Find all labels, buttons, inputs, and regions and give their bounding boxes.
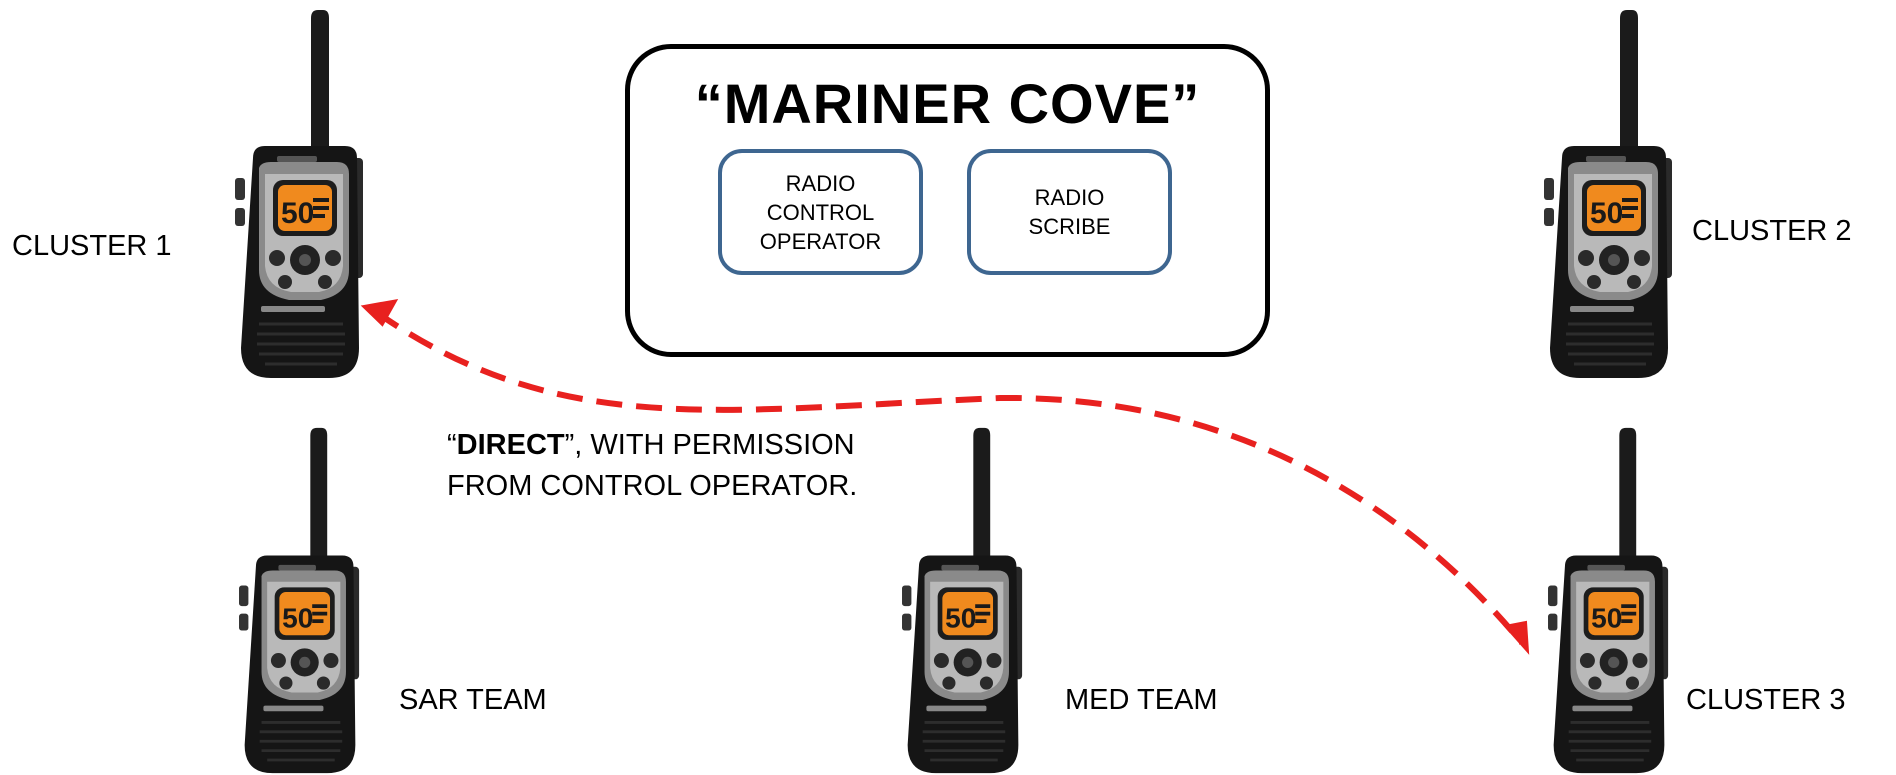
direct-note: “DIRECT”, WITH PERMISSION FROM CONTROL O… [447, 425, 857, 507]
role-line: CONTROL [766, 199, 875, 225]
role-line: RADIO [785, 170, 856, 196]
role-line: SCRIBE [1028, 214, 1111, 239]
arrowhead-start [360, 298, 399, 327]
cluster3-label: CLUSTER 3 [1686, 684, 1846, 716]
direct-link-path [374, 309, 1525, 645]
mariner-cove-station: “MARINER COVE” RADIO CONTROL OPERATOR RA… [625, 44, 1270, 357]
note-line1-rest: ”, WITH PERMISSION [564, 429, 855, 461]
note-line2: FROM CONTROL OPERATOR. [447, 470, 858, 502]
sar-team-label: SAR TEAM [399, 684, 547, 716]
radio-control-operator-box: RADIO CONTROL OPERATOR [718, 149, 923, 275]
cluster2-label: CLUSTER 2 [1692, 215, 1852, 247]
arrowhead-end [1503, 620, 1530, 655]
role-line: RADIO [1034, 185, 1105, 210]
note-keyword: DIRECT [456, 429, 565, 461]
note-quote: “ [447, 429, 457, 461]
cluster1-label: CLUSTER 1 [12, 230, 172, 262]
role-line: OPERATOR [759, 228, 882, 254]
station-title: “MARINER COVE” [694, 72, 1201, 135]
med-team-label: MED TEAM [1065, 684, 1218, 716]
radio-scribe-box: RADIO SCRIBE [967, 149, 1172, 275]
